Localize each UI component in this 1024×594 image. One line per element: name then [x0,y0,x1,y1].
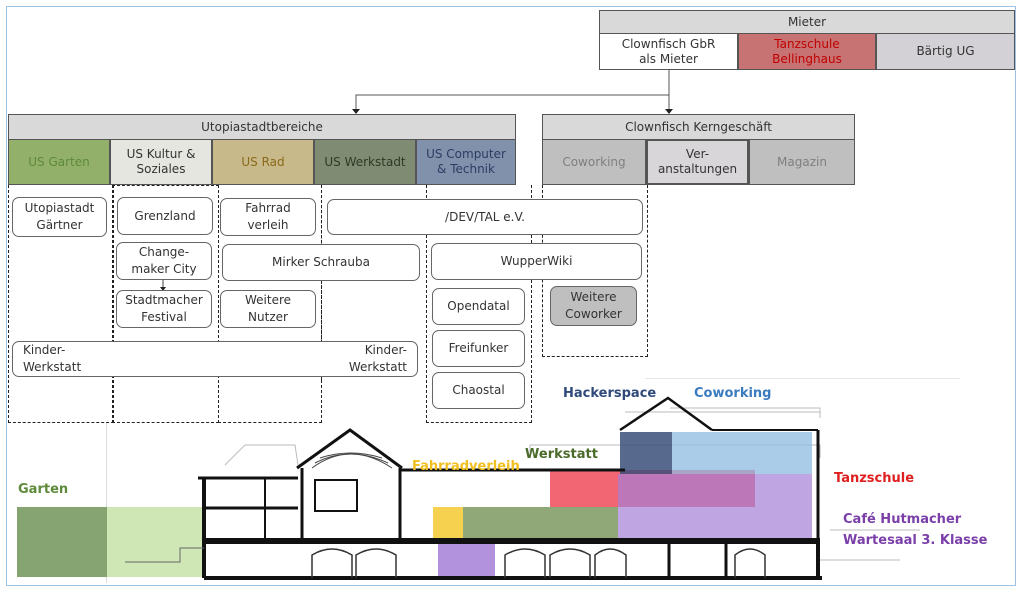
area-veranstaltungen: Ver- anstaltungen [646,139,749,185]
label-werkstatt: Werkstatt [525,447,598,462]
mieter-baertig: Bärtig UG [876,33,1015,70]
zone-cafe-basement [438,541,495,576]
utopiastadt-header: Utopiastadtbereiche [8,114,516,140]
kinderwerkstatt-right-label: Kinder- Werkstatt [348,343,407,374]
zone-garten-dark [17,507,107,577]
project-stadtmacher-festival: Stadtmacher Festival [116,290,212,328]
project-weitere-coworker: Weitere Coworker [550,286,637,326]
zone-coworking [672,432,812,474]
area-us-kultur: US Kultur & Soziales [110,139,212,185]
project-weitere-nutzer: Weitere Nutzer [220,290,316,328]
project-devtal: /DEV/TAL e.V. [327,199,643,235]
mieter-row: Clownfisch GbR als Mieter Tanzschule Bel… [599,33,1015,70]
label-fahrradverleih: Fahrradverleih [412,459,520,474]
building-structure [198,396,822,580]
project-chaostal: Chaostal [432,372,525,409]
area-us-werkstadt: US Werkstadt [314,139,416,185]
label-wartesaal: Wartesaal 3. Klasse [843,533,988,548]
utopiastadt-areas: US Garten US Kultur & Soziales US Rad US… [8,139,516,185]
project-opendatal: Opendatal [432,288,525,325]
project-grenzland: Grenzland [117,197,213,235]
area-us-computer: US Computer & Technik [416,139,516,185]
garden-steps [125,547,204,563]
arrowhead-utopiastadt [352,109,360,114]
zone-hackerspace [620,432,672,474]
label-coworking: Coworking [694,386,772,401]
area-coworking: Coworking [542,139,646,185]
basement-arches [311,548,766,578]
column-computer [426,185,532,423]
project-utopiastadt-gaertner: Utopiastadt Gärtner [12,197,107,237]
diagram-frame [6,6,1016,586]
garden-divider [106,423,107,583]
area-us-garten: US Garten [8,139,110,185]
arrowhead-stadtmacher [160,287,166,291]
roof-arches [311,452,393,469]
label-garten: Garten [18,482,69,497]
column-garten [8,185,114,423]
area-us-rad: US Rad [212,139,314,185]
kinderwerkstatt-left-label: Kinder- Werkstatt [23,343,82,374]
zone-garten-light [107,507,204,577]
top-divider [645,378,960,379]
mieter-tanzschule: Tanzschule Bellinghaus [738,33,876,70]
area-magazin: Magazin [749,139,855,185]
project-fahrradverleih: Fahrrad verleih [220,198,316,236]
clownfisch-areas: Coworking Ver- anstaltungen Magazin [542,139,855,185]
arrowhead-clownfisch [665,109,673,114]
mieter-clownfisch: Clownfisch GbR als Mieter [599,33,738,70]
label-hackerspace: Hackerspace [563,386,657,401]
connector-to-utopiastadt [355,70,670,110]
zone-werkstatt [463,507,618,541]
project-changemaker-city: Change- maker City [116,242,212,280]
zone-cafe [618,474,812,541]
project-mirker-schrauba: Mirker Schrauba [222,244,420,281]
project-freifunker: Freifunker [432,330,525,367]
project-wupperwiki: WupperWiki [431,243,642,280]
label-tanzschule: Tanzschule [834,471,915,486]
project-kinderwerkstatt: Kinder- Werkstatt Kinder- Werkstatt [12,341,418,377]
zone-fahrradverleih [433,507,463,541]
column-werkstadt-divider [321,185,322,380]
label-cafe-hutmacher: Café Hutmacher [843,512,962,527]
